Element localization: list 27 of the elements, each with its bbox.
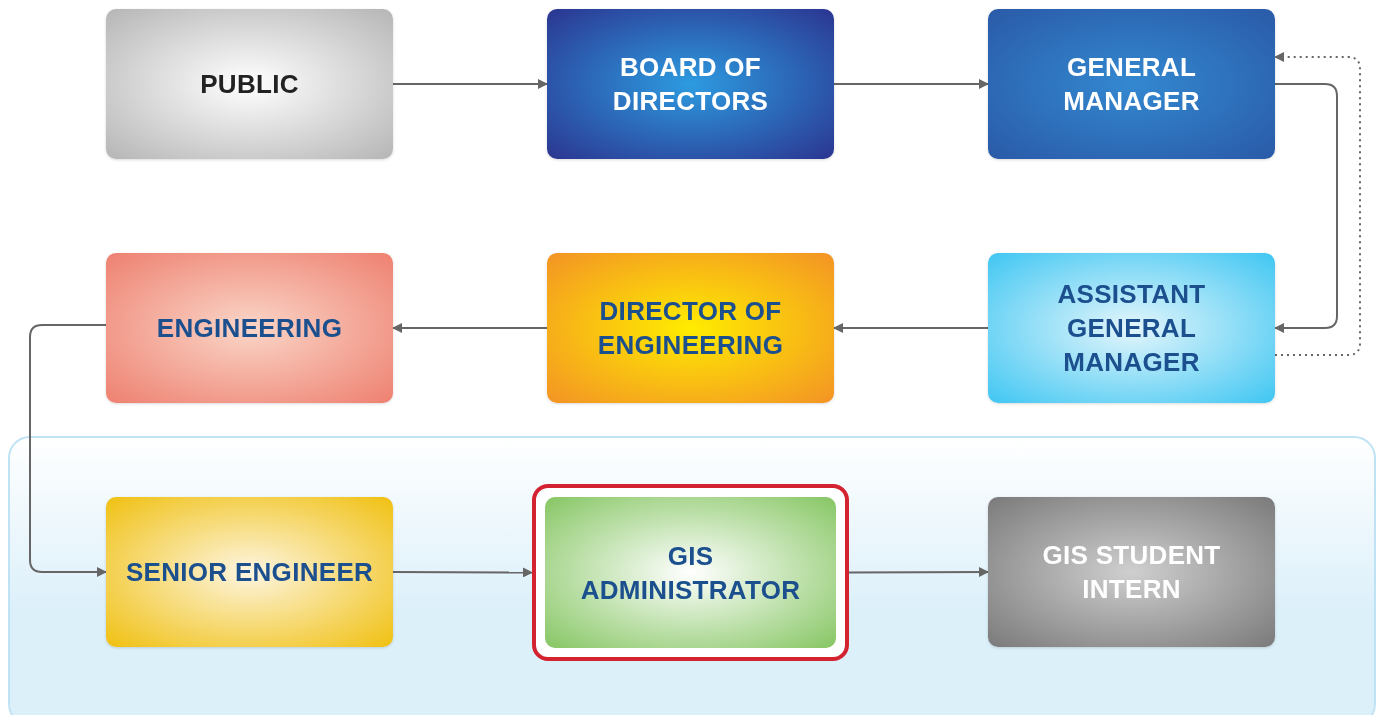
arrow [833,323,989,333]
role-box [988,253,1275,403]
box-label: GENERAL MANAGER [1062,51,1201,118]
box-label: ENGINEERING [155,312,344,345]
box-label: GIS ADMINISTRATOR [579,539,802,607]
arrow [833,79,989,89]
box-label: ASSISTANT GENERAL MANAGER [1056,278,1207,379]
role-box [106,497,393,647]
arrow [848,567,989,578]
role-box [547,253,834,403]
arrow [392,323,548,333]
highlighted-role-box [532,484,849,661]
role-box [988,497,1275,647]
arrow [1274,52,1361,356]
role-box [547,9,834,159]
arrow [392,567,533,578]
box-label: GIS STUDENT INTERN [1041,539,1222,606]
box-label: SENIOR ENGINEER [124,556,375,589]
role-box [106,253,393,403]
box-label: PUBLIC [199,68,300,101]
box-label: BOARD OF DIRECTORS [611,51,770,118]
role-box [988,9,1275,159]
arrow [29,324,107,577]
arrow [392,79,548,89]
box-label: DIRECTOR OF ENGINEERING [596,295,785,362]
arrow [1274,83,1338,333]
role-box [106,9,393,159]
